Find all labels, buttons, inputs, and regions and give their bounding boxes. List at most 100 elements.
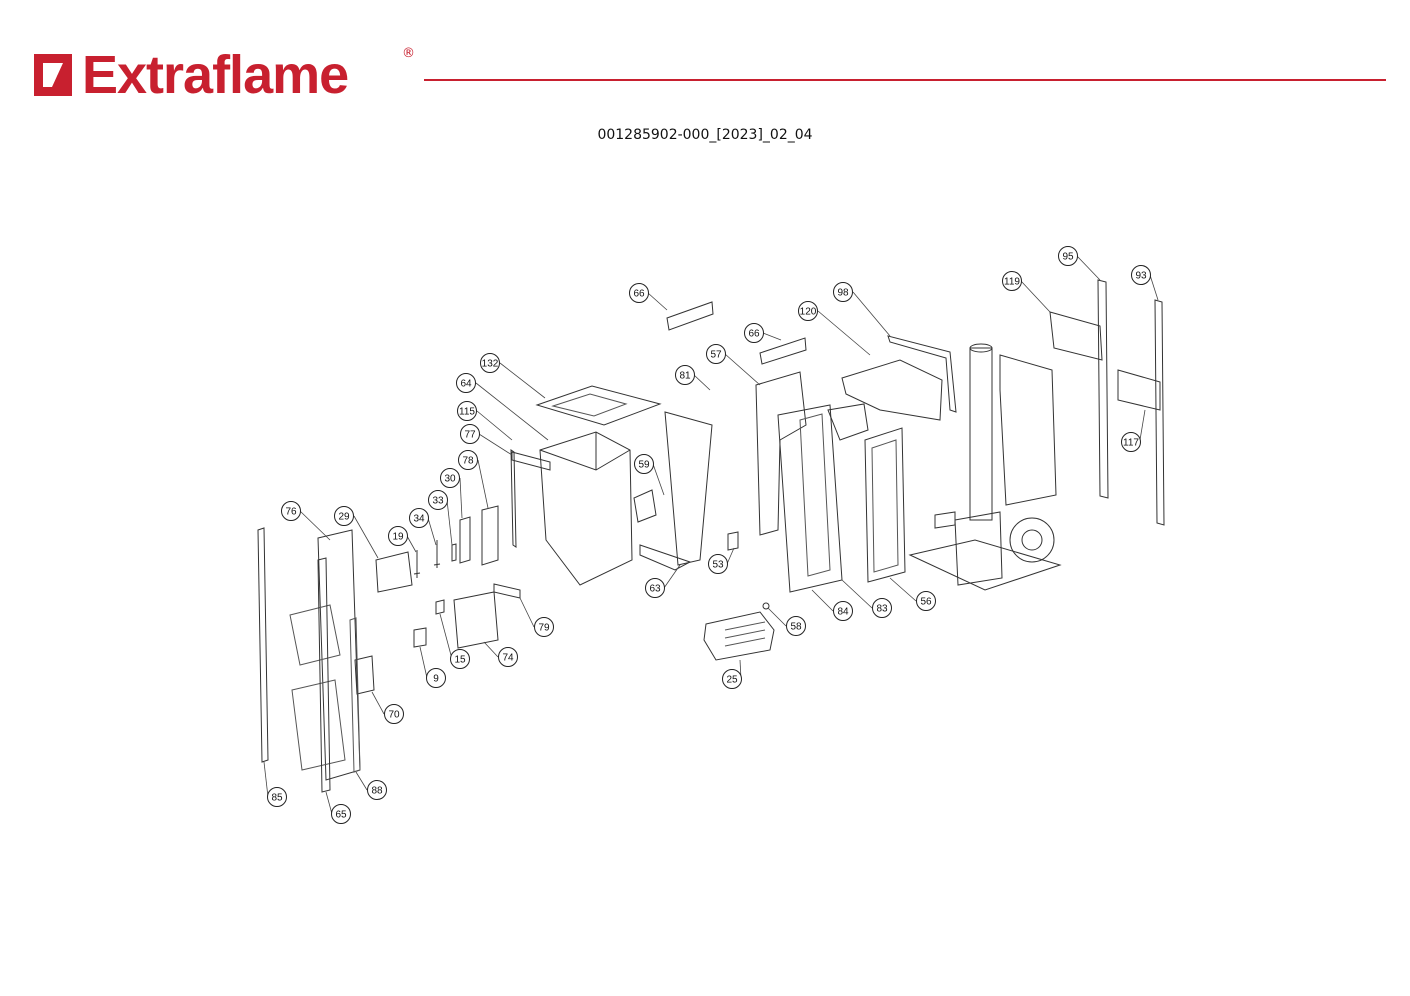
callout-label: 15 (454, 655, 466, 666)
part-base-frame (908, 539, 1062, 591)
callout-circle (534, 617, 554, 637)
callout-circle (786, 616, 806, 636)
callout-label: 59 (638, 460, 650, 471)
callout-29: 29 (334, 506, 354, 526)
callout-117: 117 (1121, 432, 1141, 452)
callout-59: 59 (634, 454, 654, 474)
part-33 (451, 543, 457, 562)
callout-label: 66 (748, 329, 760, 340)
callout-label: 53 (712, 560, 724, 571)
callout-label: 76 (285, 507, 297, 518)
callout-label: 85 (271, 793, 283, 804)
callout-label: 83 (876, 604, 888, 615)
callout-label: 56 (920, 597, 932, 608)
part-box-74 (453, 591, 499, 649)
callout-circle (706, 344, 726, 364)
header-rule (424, 79, 1386, 81)
part-flue-pipe (969, 347, 993, 521)
callout-label: 33 (432, 496, 444, 507)
callout-label: 9 (433, 674, 439, 685)
callout-64: 64 (456, 373, 476, 393)
callout-label: 98 (837, 288, 849, 299)
part-bracket-117 (1117, 369, 1161, 411)
callout-circle (331, 804, 351, 824)
callout-label: 117 (1123, 438, 1139, 449)
diagram-parts (257, 279, 1165, 793)
part-fan-25 (703, 611, 775, 661)
part-plate-78 (481, 505, 499, 566)
callout-circle (267, 787, 287, 807)
callout-label: 78 (462, 456, 474, 467)
logo-flame-icon (34, 54, 72, 96)
part-column-65 (317, 557, 331, 793)
callout-85: 85 (267, 787, 287, 807)
callout-label: 19 (392, 532, 404, 543)
callout-circle (440, 468, 460, 488)
callout-56: 56 (916, 591, 936, 611)
part-rail-93 (1154, 299, 1165, 526)
part-19 (413, 550, 421, 578)
part-board-29 (375, 551, 413, 593)
callout-label: 81 (679, 371, 691, 382)
callout-circle (833, 282, 853, 302)
callout-70: 70 (384, 704, 404, 724)
callout-label: 93 (1135, 271, 1147, 282)
callout-81: 81 (675, 365, 695, 385)
callout-74: 74 (498, 647, 518, 667)
callout-78: 78 (458, 450, 478, 470)
callout-label: 74 (502, 653, 514, 664)
callout-119: 119 (1002, 271, 1022, 291)
leader-lines (263, 255, 1159, 815)
callout-15: 15 (450, 649, 470, 669)
part-plate-70 (354, 655, 375, 695)
callout-label: 58 (790, 622, 802, 633)
part-strip-115 (511, 451, 551, 471)
callout-circle (388, 526, 408, 546)
callout-circle (367, 780, 387, 800)
callout-98: 98 (833, 282, 853, 302)
callout-66: 66 (744, 323, 764, 343)
part-top-plate-132 (535, 385, 662, 426)
callout-84: 84 (833, 601, 853, 621)
callout-79: 79 (534, 617, 554, 637)
part-58 (762, 602, 770, 610)
callout-circle (629, 283, 649, 303)
part-53 (727, 531, 739, 551)
callout-circle (634, 454, 654, 474)
callout-group: 6666571209811995931326481115777830333419… (267, 246, 1151, 824)
callout-9: 9 (426, 668, 446, 688)
callout-83: 83 (872, 598, 892, 618)
part-rod-77 (510, 449, 517, 548)
callout-label: 30 (444, 474, 456, 485)
part-9 (413, 627, 427, 648)
part-bracket-66a (666, 301, 714, 331)
callout-circle (1002, 271, 1022, 291)
callout-circle (1131, 265, 1151, 285)
callout-120: 120 (798, 301, 818, 321)
callout-circle (450, 649, 470, 669)
registered-mark: ® (402, 46, 415, 61)
callout-circle (1058, 246, 1078, 266)
callout-circle (457, 401, 477, 421)
callout-circle (409, 508, 429, 528)
callout-66: 66 (629, 283, 649, 303)
document-code: 001285902-000_[2023]_02_04 (597, 127, 813, 143)
callout-label: 63 (649, 584, 661, 595)
callout-label: 95 (1062, 252, 1074, 263)
callout-circle (498, 647, 518, 667)
callout-30: 30 (440, 468, 460, 488)
callout-circle (833, 601, 853, 621)
callout-circle (480, 353, 500, 373)
part-burner-body (999, 354, 1057, 506)
callout-label: 25 (726, 675, 738, 686)
brand-name: Extraflame (82, 45, 349, 105)
brand-logo: Extraflame ® (30, 45, 415, 105)
callout-circle (916, 591, 936, 611)
callout-circle (645, 578, 665, 598)
callout-label: 57 (710, 350, 722, 361)
callout-circle (456, 373, 476, 393)
callout-63: 63 (645, 578, 665, 598)
callout-19: 19 (388, 526, 408, 546)
callout-circle (334, 506, 354, 526)
